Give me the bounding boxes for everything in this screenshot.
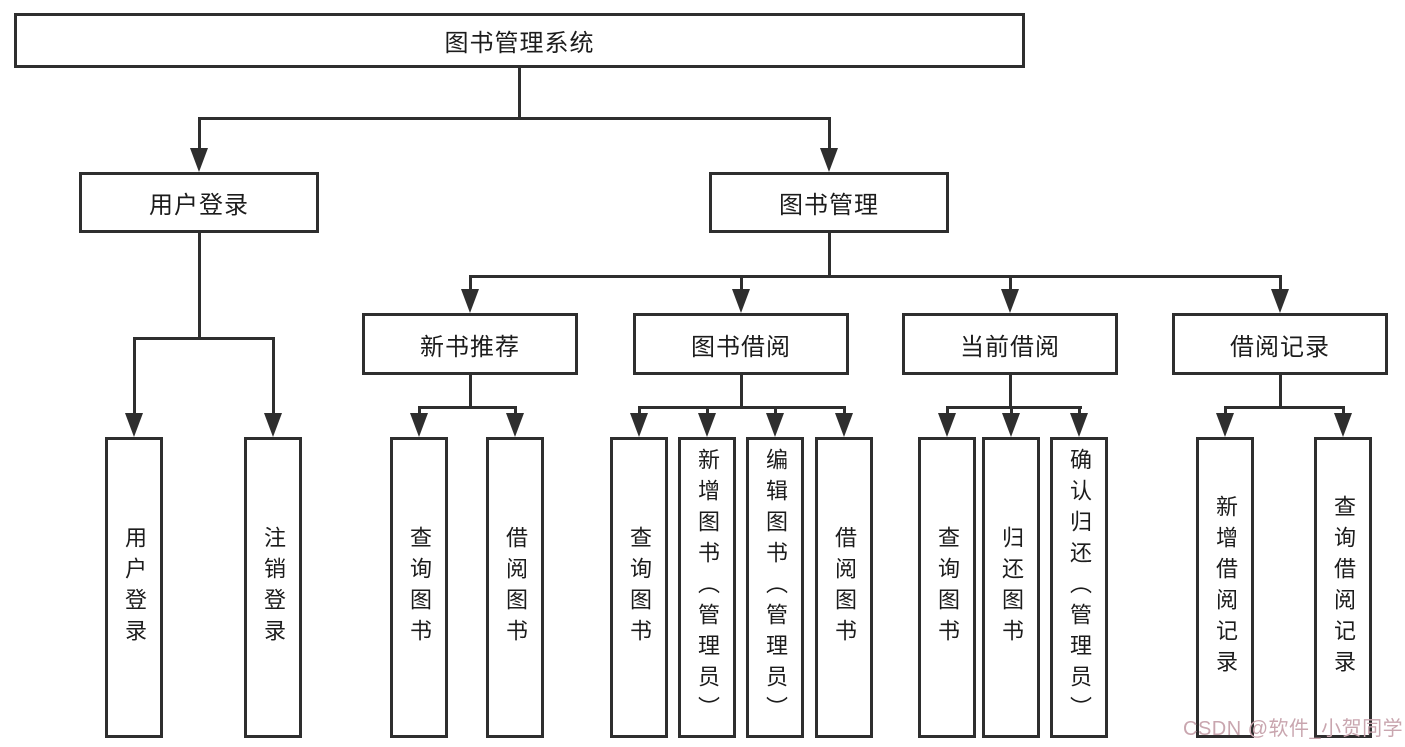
node-library-system: 图书管理系统 [14,13,1025,68]
node-book-management: 图书管理 [709,172,949,233]
connector-drop [946,406,949,415]
arrow-down-icon [190,148,208,172]
node-user-login: 用户登录 [79,172,319,233]
node-leaf-edit-books-admin: 编辑图书（管理员） [746,437,804,738]
connector-recommend-split [418,406,517,409]
node-leaf-query-books-borrow: 查询图书 [610,437,668,738]
connector-drop [418,406,421,415]
arrow-down-icon [732,289,750,313]
node-leaf-confirm-return-admin: 确认归还（管理员） [1050,437,1108,738]
arrow-down-icon [630,413,648,437]
node-leaf-add-borrow-record: 新增借阅记录 [1196,437,1254,738]
node-leaf-borrow-books: 借阅图书 [815,437,873,738]
arrow-down-icon [938,413,956,437]
node-leaf-add-books-admin: 新增图书（管理员） [678,437,736,738]
connector-drop-borrow [740,275,743,291]
csdn-watermark: CSDN @软件_小贺同学 [1183,718,1404,740]
connector-drop-user-leaf-2 [272,337,275,415]
node-leaf-query-books-recommend: 查询图书 [390,437,448,738]
node-leaf-borrow-books-recommend: 借阅图书 [486,437,544,738]
connector-user-split [133,337,275,340]
arrow-down-icon [264,413,282,437]
connector-drop-records [1279,275,1282,291]
arrow-down-icon [1216,413,1234,437]
arrow-down-icon [1002,413,1020,437]
node-leaf-query-books-current: 查询图书 [918,437,976,738]
connector-current-stem [1009,375,1012,406]
connector-drop [774,406,777,415]
connector-drop-recommend [469,275,472,291]
arrow-down-icon [461,289,479,313]
connector-drop [843,406,846,415]
node-leaf-user-login: 用户登录 [105,437,163,738]
connector-mgmt-stem [828,233,831,275]
connector-drop-current [1009,275,1012,291]
connector-drop [1342,406,1345,415]
arrow-down-icon [506,413,524,437]
connector-borrow-split [638,406,846,409]
arrow-down-icon [410,413,428,437]
connector-drop [638,406,641,415]
node-leaf-return-books: 归还图书 [982,437,1040,738]
connector-borrow-stem [740,375,743,406]
connector-root-stem [518,68,521,117]
arrow-down-icon [1070,413,1088,437]
node-current-borrow: 当前借阅 [902,313,1118,375]
node-new-book-recommend: 新书推荐 [362,313,578,375]
connector-drop [1010,406,1013,415]
arrow-down-icon [1334,413,1352,437]
connector-recommend-stem [469,375,472,406]
node-leaf-logout: 注销登录 [244,437,302,738]
arrow-down-icon [125,413,143,437]
connector-drop-book-management [828,117,831,150]
arrow-down-icon [835,413,853,437]
connector-records-stem [1279,375,1282,406]
connector-mgmt-split [469,275,1282,278]
arrow-down-icon [820,148,838,172]
arrow-down-icon [1271,289,1289,313]
connector-records-split [1224,406,1345,409]
connector-user-stem [198,233,201,337]
connector-drop [706,406,709,415]
connector-current-split [946,406,1082,409]
connector-drop [514,406,517,415]
arrow-down-icon [1001,289,1019,313]
node-borrow-records: 借阅记录 [1172,313,1388,375]
node-leaf-query-borrow-record: 查询借阅记录 [1314,437,1372,738]
connector-drop-user-leaf-1 [133,337,136,415]
connector-root-split [198,117,831,120]
node-book-borrow: 图书借阅 [633,313,849,375]
connector-drop-user-login [198,117,201,150]
arrow-down-icon [766,413,784,437]
arrow-down-icon [698,413,716,437]
connector-drop [1078,406,1081,415]
connector-drop [1224,406,1227,415]
